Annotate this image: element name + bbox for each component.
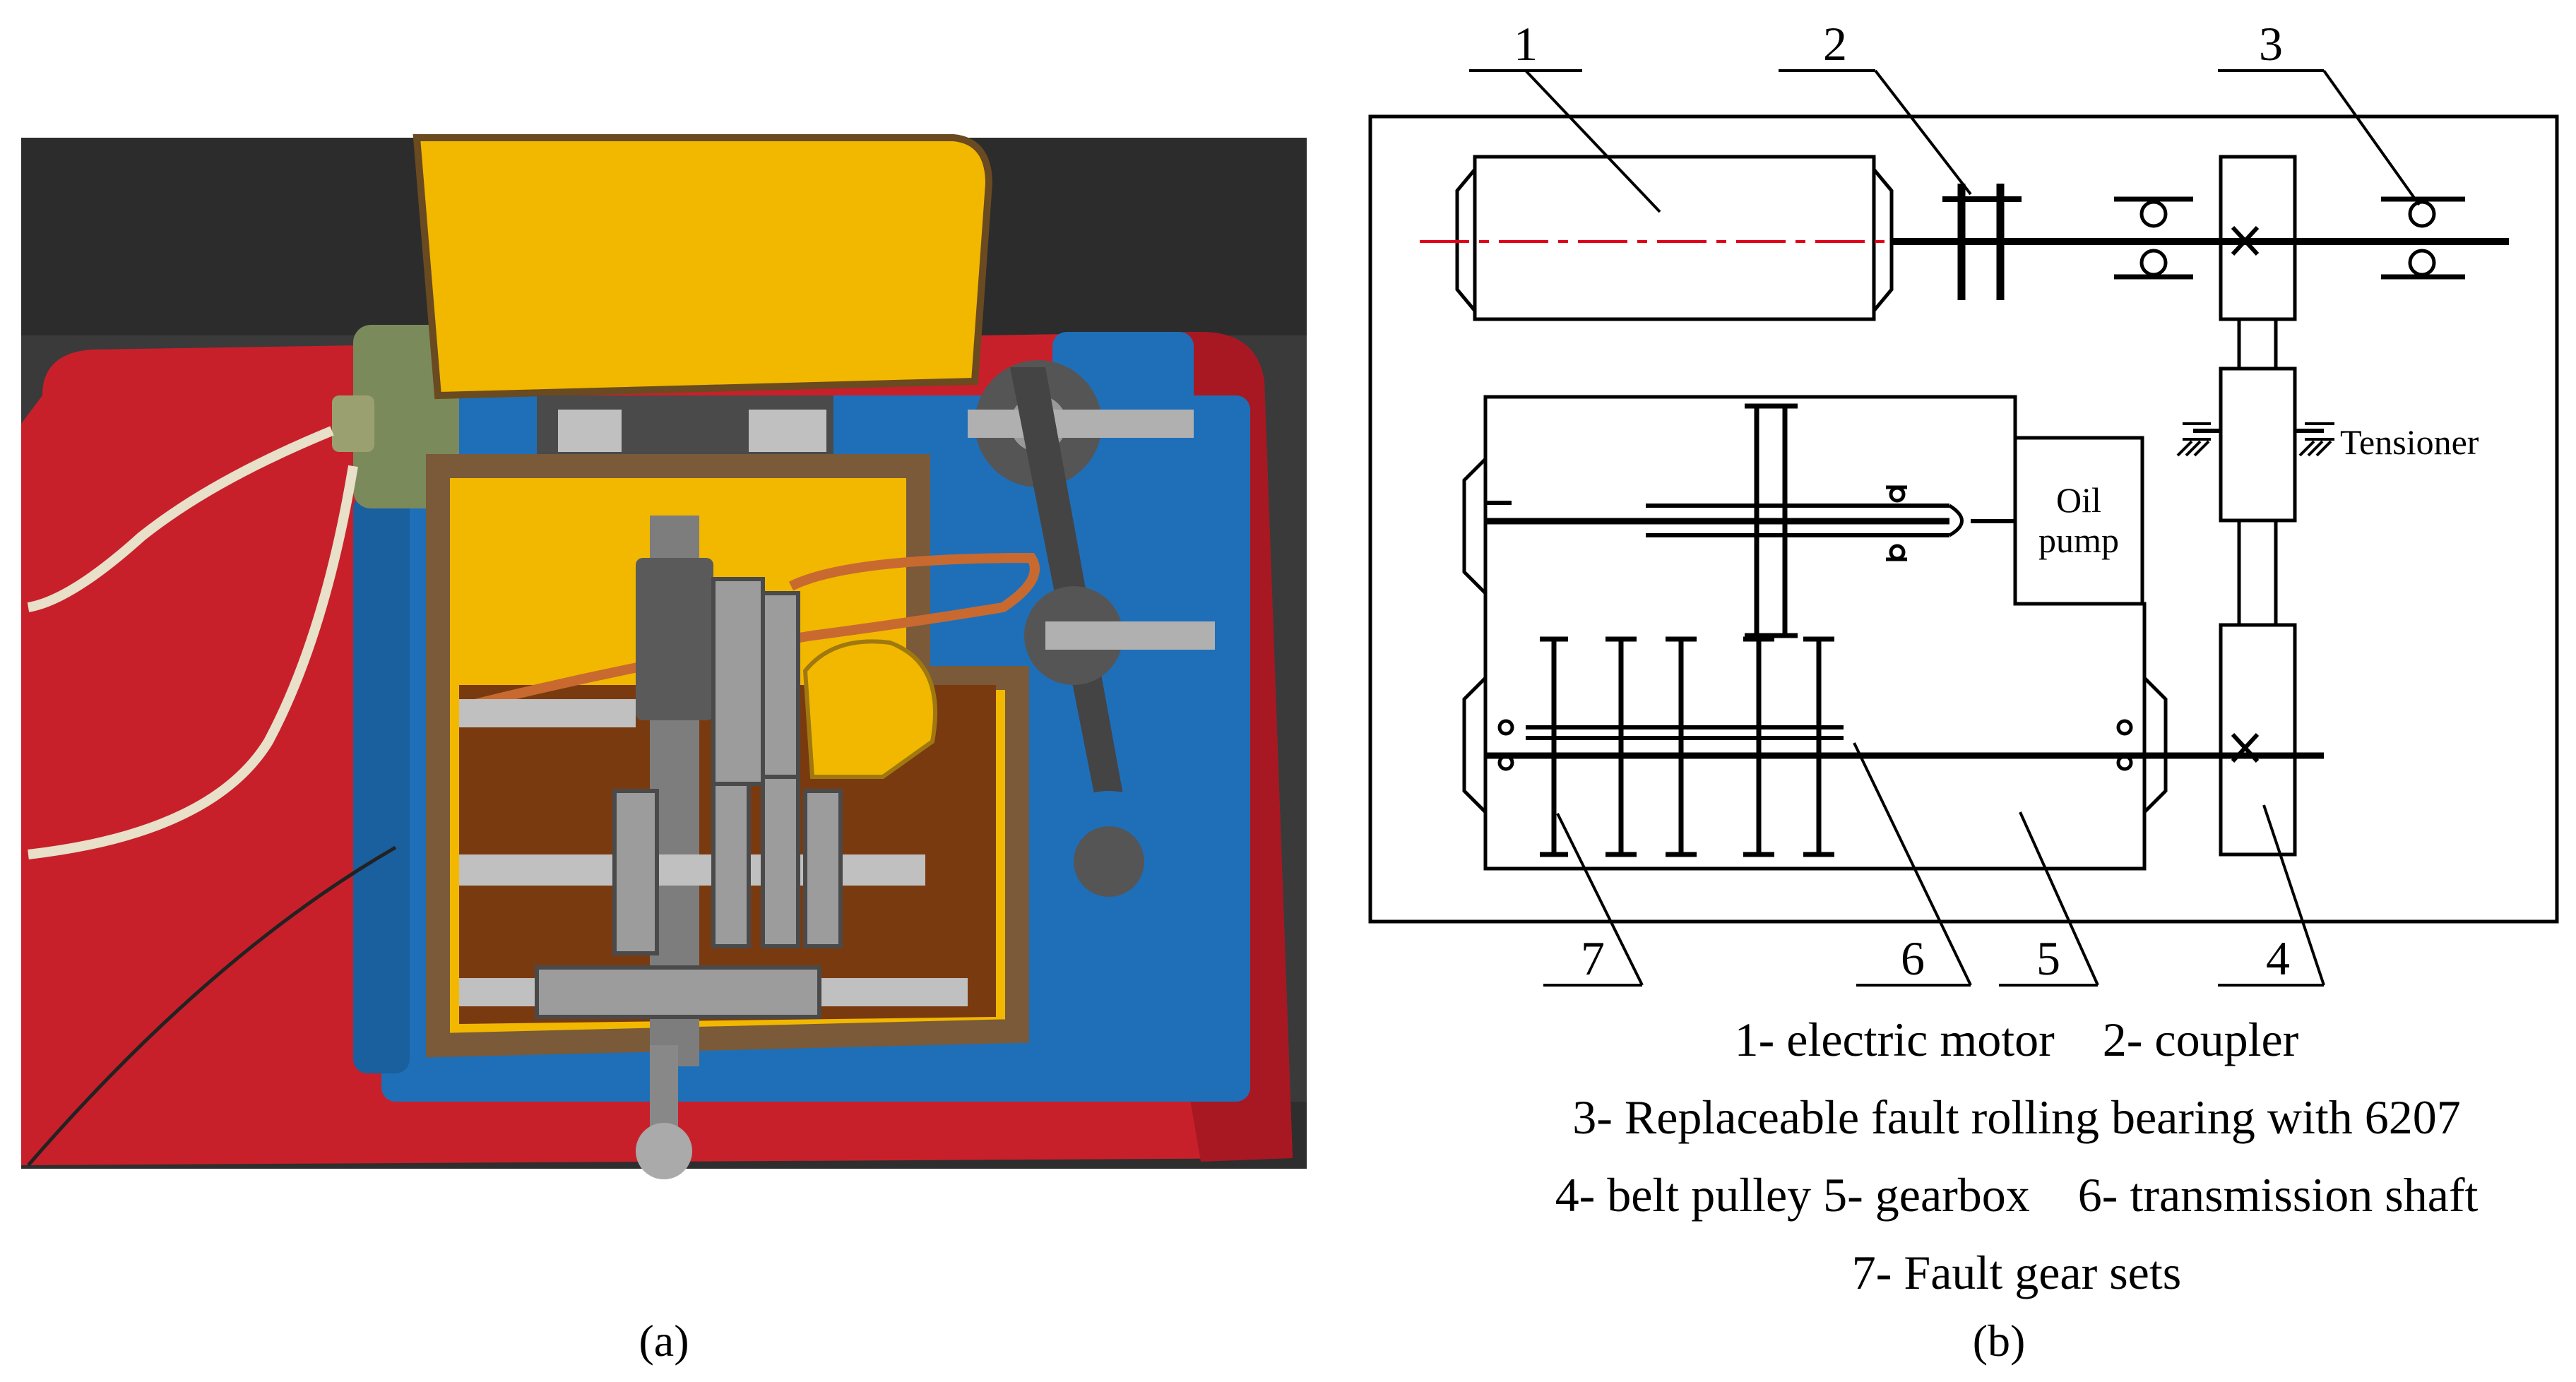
shaft-bearing — [1497, 719, 1514, 736]
shaft-bearing — [1889, 544, 1906, 561]
shaft-bearing — [2116, 754, 2133, 771]
tensioner-ground-left — [2176, 422, 2211, 457]
legend-line-2: 3- Replaceable fault rolling bearing wit… — [1572, 1090, 2461, 1144]
tensioner-shaft — [1045, 621, 1215, 650]
electric-motor — [1473, 155, 1876, 321]
gearbox-endcap-right — [2143, 677, 2168, 814]
belt-pulley — [2219, 623, 2297, 857]
panel-b-label: (b) — [1973, 1316, 2026, 1366]
callout-3: 3 — [2259, 17, 2283, 71]
shaft-bearing — [1497, 754, 1514, 771]
bearing-ball — [2139, 249, 2168, 277]
shaft-bearing — [2116, 719, 2133, 736]
test-rig-frame — [1368, 114, 2559, 924]
vertical-shaft-hub — [636, 558, 713, 720]
coupler-block — [749, 410, 826, 452]
horizontal-shaft — [459, 854, 925, 886]
blue-base-side — [353, 494, 410, 1073]
callout-2: 2 — [1823, 17, 1847, 71]
oil-pump-label-line2: pump — [2038, 520, 2119, 560]
legend-line-1: 1- electric motor 2- coupler — [1735, 1013, 2299, 1066]
upper-pulley — [2219, 155, 2297, 321]
fault-bearing-ball — [2408, 200, 2436, 228]
callout-numbers: 1 2 3 4 5 6 7 — [1514, 17, 2290, 985]
bearing-ball — [2139, 200, 2168, 228]
shaft-bearing — [1889, 486, 1906, 503]
legend-line-3: 4- belt pulley 5- gearbox 6- transmissio… — [1555, 1168, 2479, 1222]
output-shaft — [968, 410, 1194, 438]
base-handle-knob — [636, 1123, 692, 1179]
motor-endcap — [332, 395, 374, 452]
gearbox-endcap — [1462, 458, 1487, 595]
sensor-wire — [27, 845, 397, 1167]
power-cable — [28, 465, 358, 859]
coupler-block — [558, 410, 622, 452]
gear-set — [535, 577, 843, 1019]
legend: 1- electric motor 2- coupler 3- Replacea… — [1555, 1013, 2479, 1299]
upper-shaft-end — [1948, 504, 1964, 537]
power-cable — [27, 426, 334, 612]
gearbox-endcap — [1462, 677, 1487, 814]
callout-7: 7 — [1581, 931, 1605, 985]
fault-bearing-ball — [2408, 249, 2436, 277]
panel-b-diagram — [1368, 69, 2559, 987]
callout-5: 5 — [2036, 931, 2060, 985]
gearbox-housing — [1483, 395, 2147, 871]
tensioner-label: Tensioner — [2340, 422, 2479, 462]
tensioner-ground-right — [2298, 422, 2334, 457]
fault-gear-sets — [1540, 636, 1834, 857]
horizontal-shaft — [459, 699, 636, 727]
callout-leaders — [1469, 69, 2421, 987]
gearbox-lid — [412, 134, 993, 400]
legend-line-4: 7- Fault gear sets — [1852, 1246, 2181, 1299]
lower-pulley — [1074, 826, 1144, 897]
callout-4: 4 — [2266, 931, 2290, 985]
callout-1: 1 — [1514, 17, 1538, 71]
panel-a-photo — [21, 134, 1307, 1179]
panel-a-label: (a) — [639, 1316, 689, 1366]
counterweight — [802, 639, 937, 779]
callout-6: 6 — [1901, 931, 1925, 985]
tensioner-block — [2219, 367, 2297, 523]
oil-pump-label-line1: Oil — [2056, 480, 2101, 520]
